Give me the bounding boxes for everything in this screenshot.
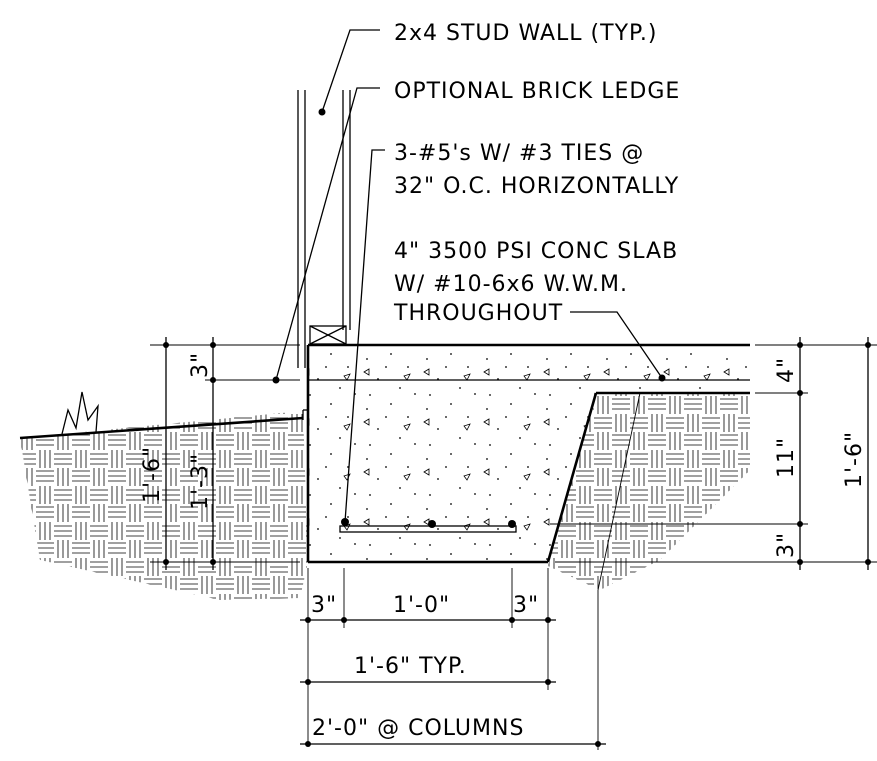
rebar-ties xyxy=(339,518,517,533)
note-slab-line1: 4" 3500 PSI CONC SLAB xyxy=(394,239,678,264)
leader-stud-wall xyxy=(318,29,380,116)
note-slab-line3: THROUGHOUT xyxy=(393,301,563,326)
leader-brick-ledge xyxy=(272,87,380,384)
dim-left-side xyxy=(150,337,300,570)
note-brick-ledge: OPTIONAL BRICK LEDGE xyxy=(394,79,680,104)
dim-left-1-3: 1'-3" xyxy=(188,453,213,510)
rebar-3 xyxy=(508,520,516,528)
dim-bottom-row xyxy=(300,568,606,750)
dim-bottom-1-0: 1'-0" xyxy=(393,593,450,618)
leader-slab xyxy=(570,311,666,382)
dim-right-side xyxy=(550,337,877,570)
dim-right-total: 1'-6" xyxy=(842,431,867,488)
dim-width-typ: 1'-6" TYP. xyxy=(354,654,467,679)
concrete-footing xyxy=(302,343,750,564)
dim-right-11: 11" xyxy=(774,437,799,478)
rebar-2 xyxy=(428,520,436,528)
dim-bottom-right-3: 3" xyxy=(513,593,539,618)
grade-line-left xyxy=(19,416,304,440)
dim-left-ledge-3: 3" xyxy=(188,352,213,378)
dim-width-columns: 2'-0" @ COLUMNS xyxy=(312,716,524,741)
note-stud-wall: 2x4 STUD WALL (TYP.) xyxy=(394,21,657,46)
grass-icon xyxy=(61,391,99,435)
note-rebar-line2: 32" O.C. HORIZONTALLY xyxy=(394,174,679,199)
dim-right-3: 3" xyxy=(774,532,799,558)
dim-left-total: 1'-6" xyxy=(140,446,165,503)
stud-wall xyxy=(297,90,351,368)
dim-right-slab-4: 4" xyxy=(774,357,799,383)
dim-bottom-left-3: 3" xyxy=(311,593,337,618)
note-slab-line2: W/ #10-6x6 W.W.M. xyxy=(394,272,628,297)
note-rebar-line1: 3-#5's W/ #3 TIES @ xyxy=(394,141,644,166)
leader-rebar xyxy=(344,149,385,523)
